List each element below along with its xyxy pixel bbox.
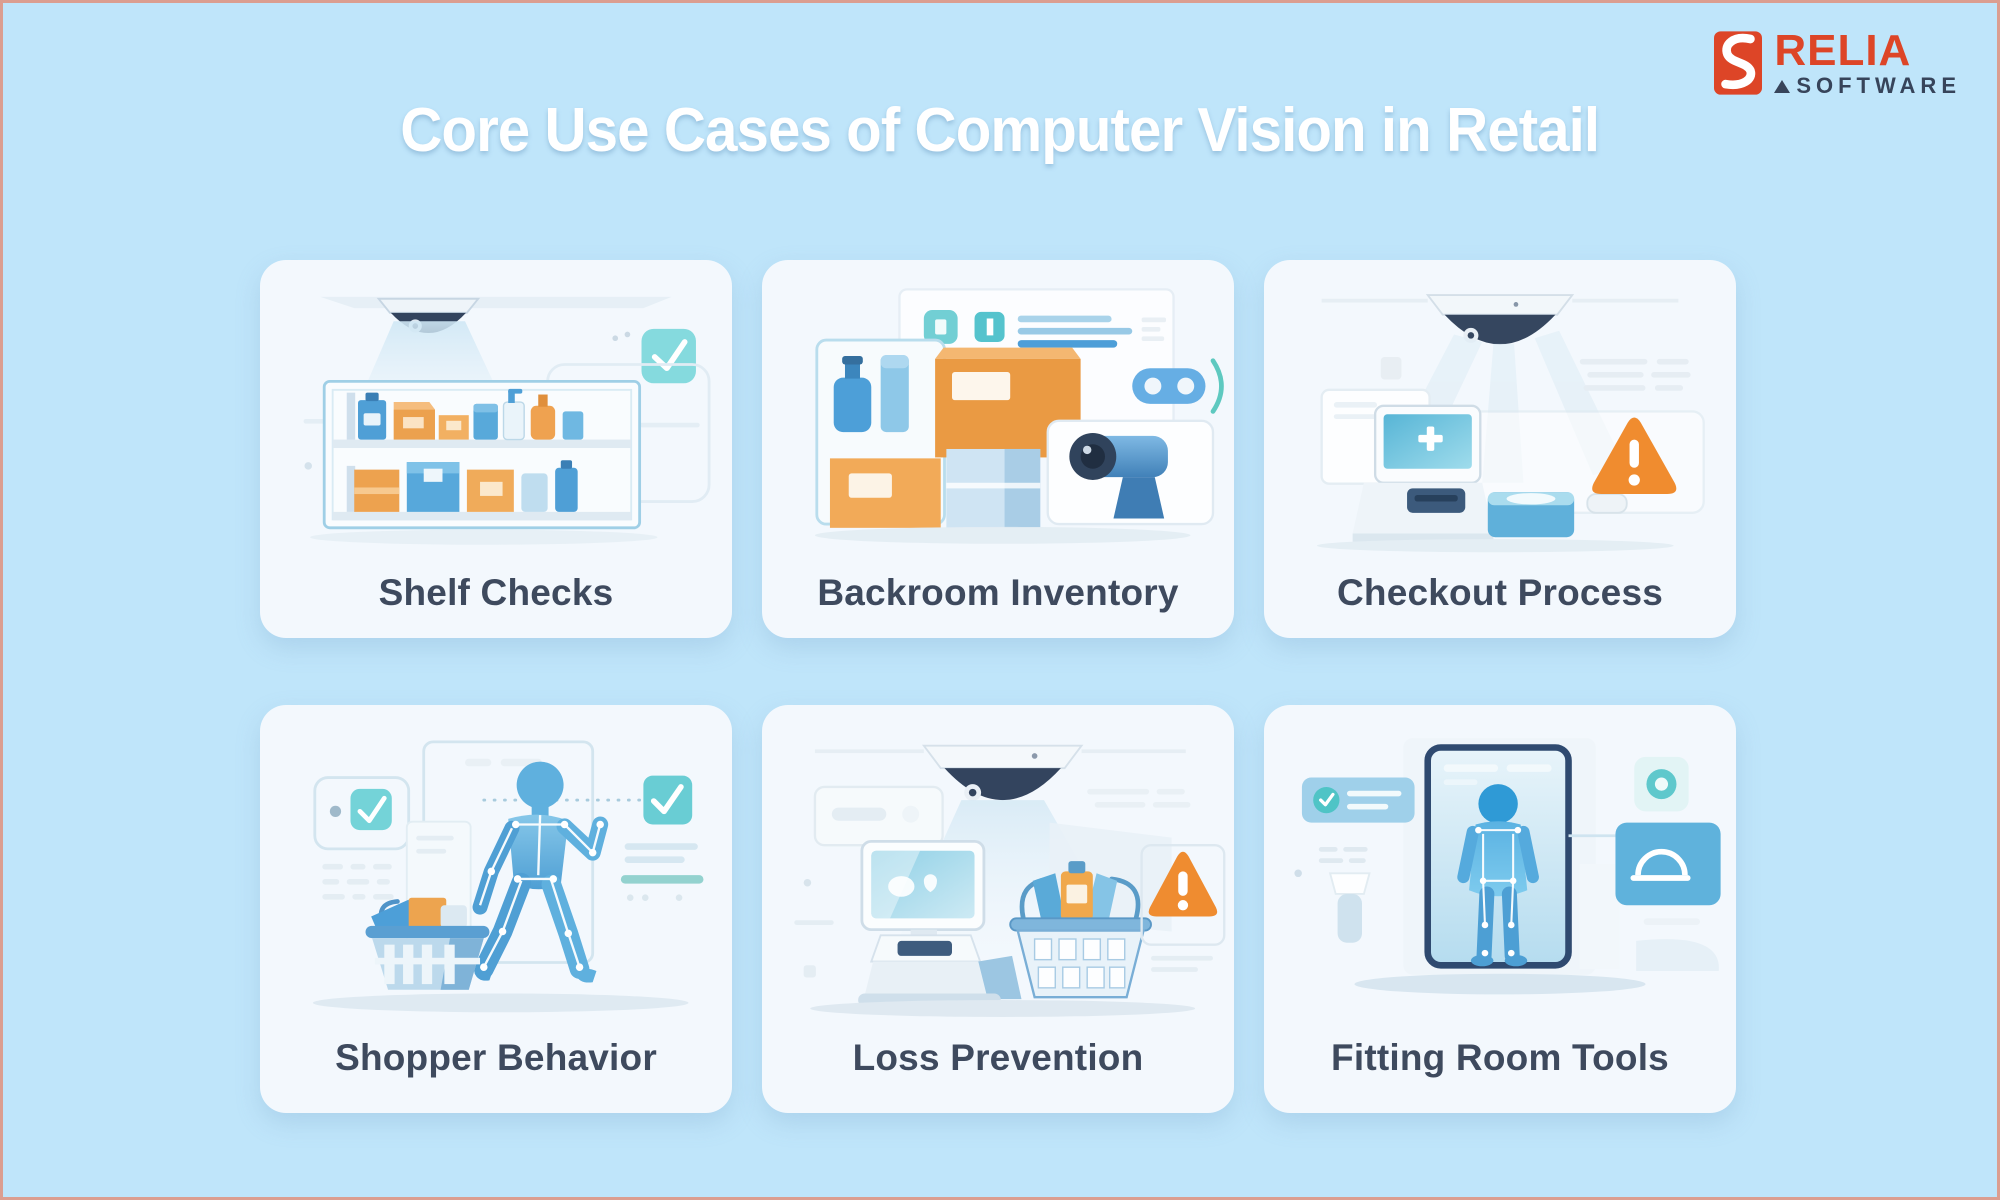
signal-arc-icon <box>1210 358 1224 414</box>
card-label-shopper-behavior: Shopper Behavior <box>335 1037 657 1078</box>
accessory-card <box>1615 822 1721 906</box>
card-label-checkout-process: Checkout Process <box>1336 572 1664 613</box>
shopping-basket-icon <box>1009 861 1152 999</box>
pose-skeleton-overlay <box>1478 829 1518 925</box>
pose-joints <box>1475 826 1522 957</box>
use-case-grid: Shelf Checks <box>260 260 1736 1113</box>
shelf-checks-illustration <box>260 260 732 562</box>
ghost-text <box>1579 358 1691 391</box>
camera-scanner-icon <box>1069 433 1168 519</box>
card-shopper-behavior: Shopper Behavior <box>260 705 732 1113</box>
left-ghost-panel <box>813 785 944 847</box>
checkmark-badge-icon <box>643 775 693 825</box>
checkmark-badge-icon <box>350 788 392 831</box>
floor-shadow <box>310 529 658 545</box>
loss-prevention-illustration <box>762 705 1234 1027</box>
card-label-shelf-checks: Shelf Checks <box>378 572 614 613</box>
floor-shadow <box>312 993 689 1013</box>
card-shelf-checks: Shelf Checks <box>260 260 732 638</box>
alert-panel <box>1140 843 1226 946</box>
logo-text: RELIA SOFTWARE <box>1774 29 1961 97</box>
canister <box>880 355 909 433</box>
warning-triangle-icon <box>1592 417 1677 495</box>
shelf-products-bottom <box>354 460 578 512</box>
shopper-behavior-illustration <box>260 705 732 1027</box>
ceiling <box>320 296 672 309</box>
ghost-measurements <box>1318 847 1368 863</box>
card-backroom-inventory: Backroom Inventory <box>762 260 1234 638</box>
checkout-process-svg <box>1316 294 1705 553</box>
logo-name: RELIA <box>1774 26 1912 75</box>
left-check-panel <box>313 776 411 851</box>
logo-triangle-icon <box>1774 79 1791 93</box>
floor-shadow <box>1316 539 1674 553</box>
card-label-fitting-room-tools: Fitting Room Tools <box>1331 1037 1669 1078</box>
card-checkout-process: Checkout Process <box>1264 260 1736 638</box>
ghost-grid <box>322 863 394 900</box>
bottle <box>833 377 872 433</box>
fitting-room-tools-svg <box>1294 738 1721 995</box>
card-label-backroom-inventory: Backroom Inventory <box>817 572 1179 613</box>
backroom-inventory-illustration <box>762 260 1234 562</box>
logo-suffix: SOFTWARE <box>1796 73 1961 98</box>
analytics-lines <box>620 843 704 901</box>
dome-camera-icon <box>921 744 1084 802</box>
relia-software-logo: RELIA SOFTWARE <box>1714 29 1961 97</box>
card-loss-prevention: Loss Prevention <box>762 705 1234 1113</box>
card-fitting-room-tools: Fitting Room Tools <box>1264 705 1736 1113</box>
backroom-inventory-svg <box>814 288 1224 544</box>
dome-camera-icon <box>1425 294 1575 345</box>
shopper-behavior-svg <box>312 740 704 1013</box>
pose-joints <box>480 820 604 971</box>
shopping-basket-icon <box>365 897 490 990</box>
status-circle-icon <box>1313 786 1340 814</box>
shelf-products-top <box>358 388 584 441</box>
ghost-text <box>1087 788 1191 808</box>
page-title: Core Use Cases of Computer Vision in Ret… <box>400 96 1601 165</box>
ghost-fixture <box>1328 872 1371 943</box>
card-label-loss-prevention: Loss Prevention <box>852 1037 1144 1078</box>
right-icon-card <box>1634 756 1689 812</box>
checkmark-badge-icon <box>641 328 696 384</box>
floor-shadow <box>810 1000 1196 1017</box>
loss-prevention-svg <box>794 744 1226 1017</box>
left-info-card <box>1301 777 1415 823</box>
sensor-device-icon <box>1132 358 1224 414</box>
pos-terminal <box>1352 404 1628 542</box>
fitting-room-tools-illustration <box>1264 705 1736 1027</box>
floor-shadow <box>814 526 1191 544</box>
cardboard-boxes <box>829 347 1081 528</box>
relia-logo-icon <box>1714 31 1763 95</box>
checkout-process-illustration <box>1264 260 1736 562</box>
ghost-bench <box>1636 939 1719 971</box>
shelf-checks-svg <box>303 296 711 545</box>
self-checkout-kiosk <box>858 839 1022 1007</box>
floor-shadow <box>1354 973 1646 995</box>
